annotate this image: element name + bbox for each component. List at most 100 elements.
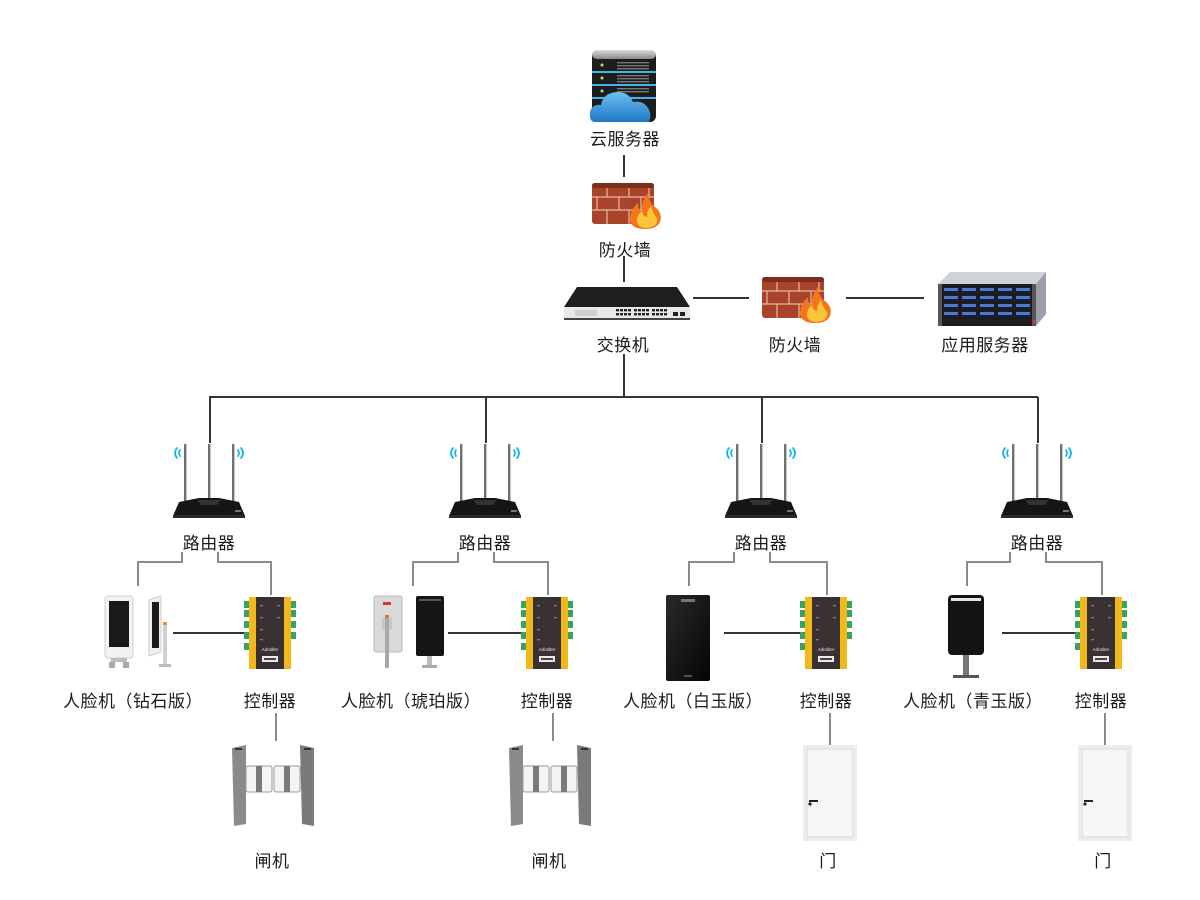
- firewall-icon: [762, 277, 831, 323]
- link-router-face: [1009, 552, 1011, 562]
- wifi-router-icon: [1001, 444, 1073, 518]
- endpoint-label: 门: [1094, 852, 1112, 872]
- link-router-controller: [547, 561, 549, 595]
- access-controller-icon: Adrollter: [244, 597, 296, 669]
- firewall-icon: [592, 183, 661, 229]
- link-router-face: [412, 561, 414, 586]
- endpoint-label: 闸机: [254, 852, 290, 872]
- firewall-side-node: [761, 275, 833, 325]
- firewall-top-node: [591, 181, 663, 231]
- access-controller-icon: Adrollter: [521, 597, 573, 669]
- link-bus-router: [761, 397, 763, 443]
- endpoint-label: 闸机: [531, 852, 567, 872]
- router-label: 路由器: [1010, 534, 1064, 554]
- router-node: [169, 442, 249, 522]
- face-terminal-label: 人脸机（琥珀版）: [341, 692, 481, 712]
- face-terminal-node: [648, 593, 728, 683]
- face-terminal-node: [372, 594, 452, 670]
- link-router-controller: [1101, 561, 1103, 595]
- link-router-face: [137, 561, 139, 586]
- distribution-bus: [209, 396, 1038, 398]
- link-router-controller: [270, 561, 272, 595]
- switch-node: [563, 285, 691, 323]
- link-router-face: [966, 561, 1011, 563]
- turnstile-node: [230, 744, 316, 828]
- link-face-controller: [1002, 632, 1075, 634]
- firewall-side-label: 防火墙: [768, 336, 822, 356]
- link-face-controller: [724, 632, 800, 634]
- cloud-server-node: [589, 48, 659, 126]
- cloud-server-icon: [589, 50, 656, 122]
- app-server-label: 应用服务器: [941, 336, 1029, 356]
- link-router-controller: [1045, 552, 1047, 562]
- face-terminal-label: 人脸机（白玉版）: [623, 692, 763, 712]
- controller-node: Adrollter: [1075, 595, 1127, 671]
- svg-text:Adrollter: Adrollter: [1092, 647, 1110, 652]
- network-switch-icon: [564, 287, 690, 320]
- face-terminal-whitejade-icon: [666, 595, 710, 681]
- turnstile-gate-icon: [232, 745, 314, 826]
- link-router-controller: [217, 552, 219, 562]
- wifi-router-icon: [173, 444, 245, 518]
- link-face-controller: [448, 632, 521, 634]
- door-icon: [1078, 745, 1132, 841]
- controller-node: Adrollter: [244, 595, 296, 671]
- router-label: 路由器: [734, 534, 788, 554]
- link-router-face: [457, 552, 459, 562]
- face-terminal-label: 人脸机（钻石版）: [63, 692, 203, 712]
- router-node: [445, 442, 525, 522]
- door-node: [802, 744, 858, 842]
- app-server-node: [936, 268, 1048, 328]
- link-bus-router: [1037, 397, 1039, 443]
- wifi-router-icon: [449, 444, 521, 518]
- wifi-router-icon: [725, 444, 797, 518]
- router-label: 路由器: [182, 534, 236, 554]
- svg-text:Adrollter: Adrollter: [817, 647, 835, 652]
- link-face-controller: [173, 632, 244, 634]
- link-router-controller: [493, 552, 495, 562]
- link-controller-endpoint: [552, 713, 554, 741]
- controller-label: 控制器: [520, 692, 574, 712]
- link-firewall-switch: [623, 256, 625, 282]
- link-router-controller: [493, 561, 549, 563]
- link-router-face: [137, 561, 183, 563]
- link-router-face: [412, 561, 459, 563]
- svg-text:Adrollter: Adrollter: [261, 647, 279, 652]
- link-bus-router: [485, 397, 487, 443]
- link-router-controller: [769, 561, 828, 563]
- link-firewall-appserver: [846, 297, 924, 299]
- firewall-top-label: 防火墙: [598, 241, 652, 261]
- rack-server-icon: [938, 272, 1046, 326]
- controller-label: 控制器: [1074, 692, 1128, 712]
- link-router-face: [733, 552, 735, 562]
- link-switch-bus: [623, 354, 625, 397]
- link-controller-endpoint: [275, 713, 277, 741]
- access-controller-icon: Adrollter: [1075, 597, 1127, 669]
- face-terminal-label: 人脸机（青玉版）: [903, 692, 1043, 712]
- door-node: [1077, 744, 1133, 842]
- router-node: [721, 442, 801, 522]
- link-switch-firewall-side: [693, 297, 749, 299]
- endpoint-label: 门: [819, 852, 837, 872]
- link-router-face: [688, 561, 690, 586]
- link-router-face: [181, 552, 183, 562]
- svg-text:Adrollter: Adrollter: [538, 647, 556, 652]
- controller-label: 控制器: [243, 692, 297, 712]
- switch-label: 交换机: [596, 336, 650, 356]
- face-terminal-diamond-icon: [104, 595, 171, 668]
- link-bus-router: [209, 397, 211, 443]
- face-terminal-celadon-icon: [948, 595, 984, 678]
- door-icon: [803, 745, 857, 841]
- router-node: [997, 442, 1077, 522]
- link-router-face: [966, 561, 968, 586]
- face-terminal-amber-icon: [373, 595, 444, 668]
- router-label: 路由器: [458, 534, 512, 554]
- link-router-face: [688, 561, 735, 563]
- link-router-controller: [826, 561, 828, 595]
- controller-label: 控制器: [799, 692, 853, 712]
- controller-node: Adrollter: [521, 595, 573, 671]
- controller-node: Adrollter: [800, 595, 852, 671]
- link-controller-endpoint: [829, 713, 831, 745]
- link-controller-endpoint: [1104, 713, 1106, 745]
